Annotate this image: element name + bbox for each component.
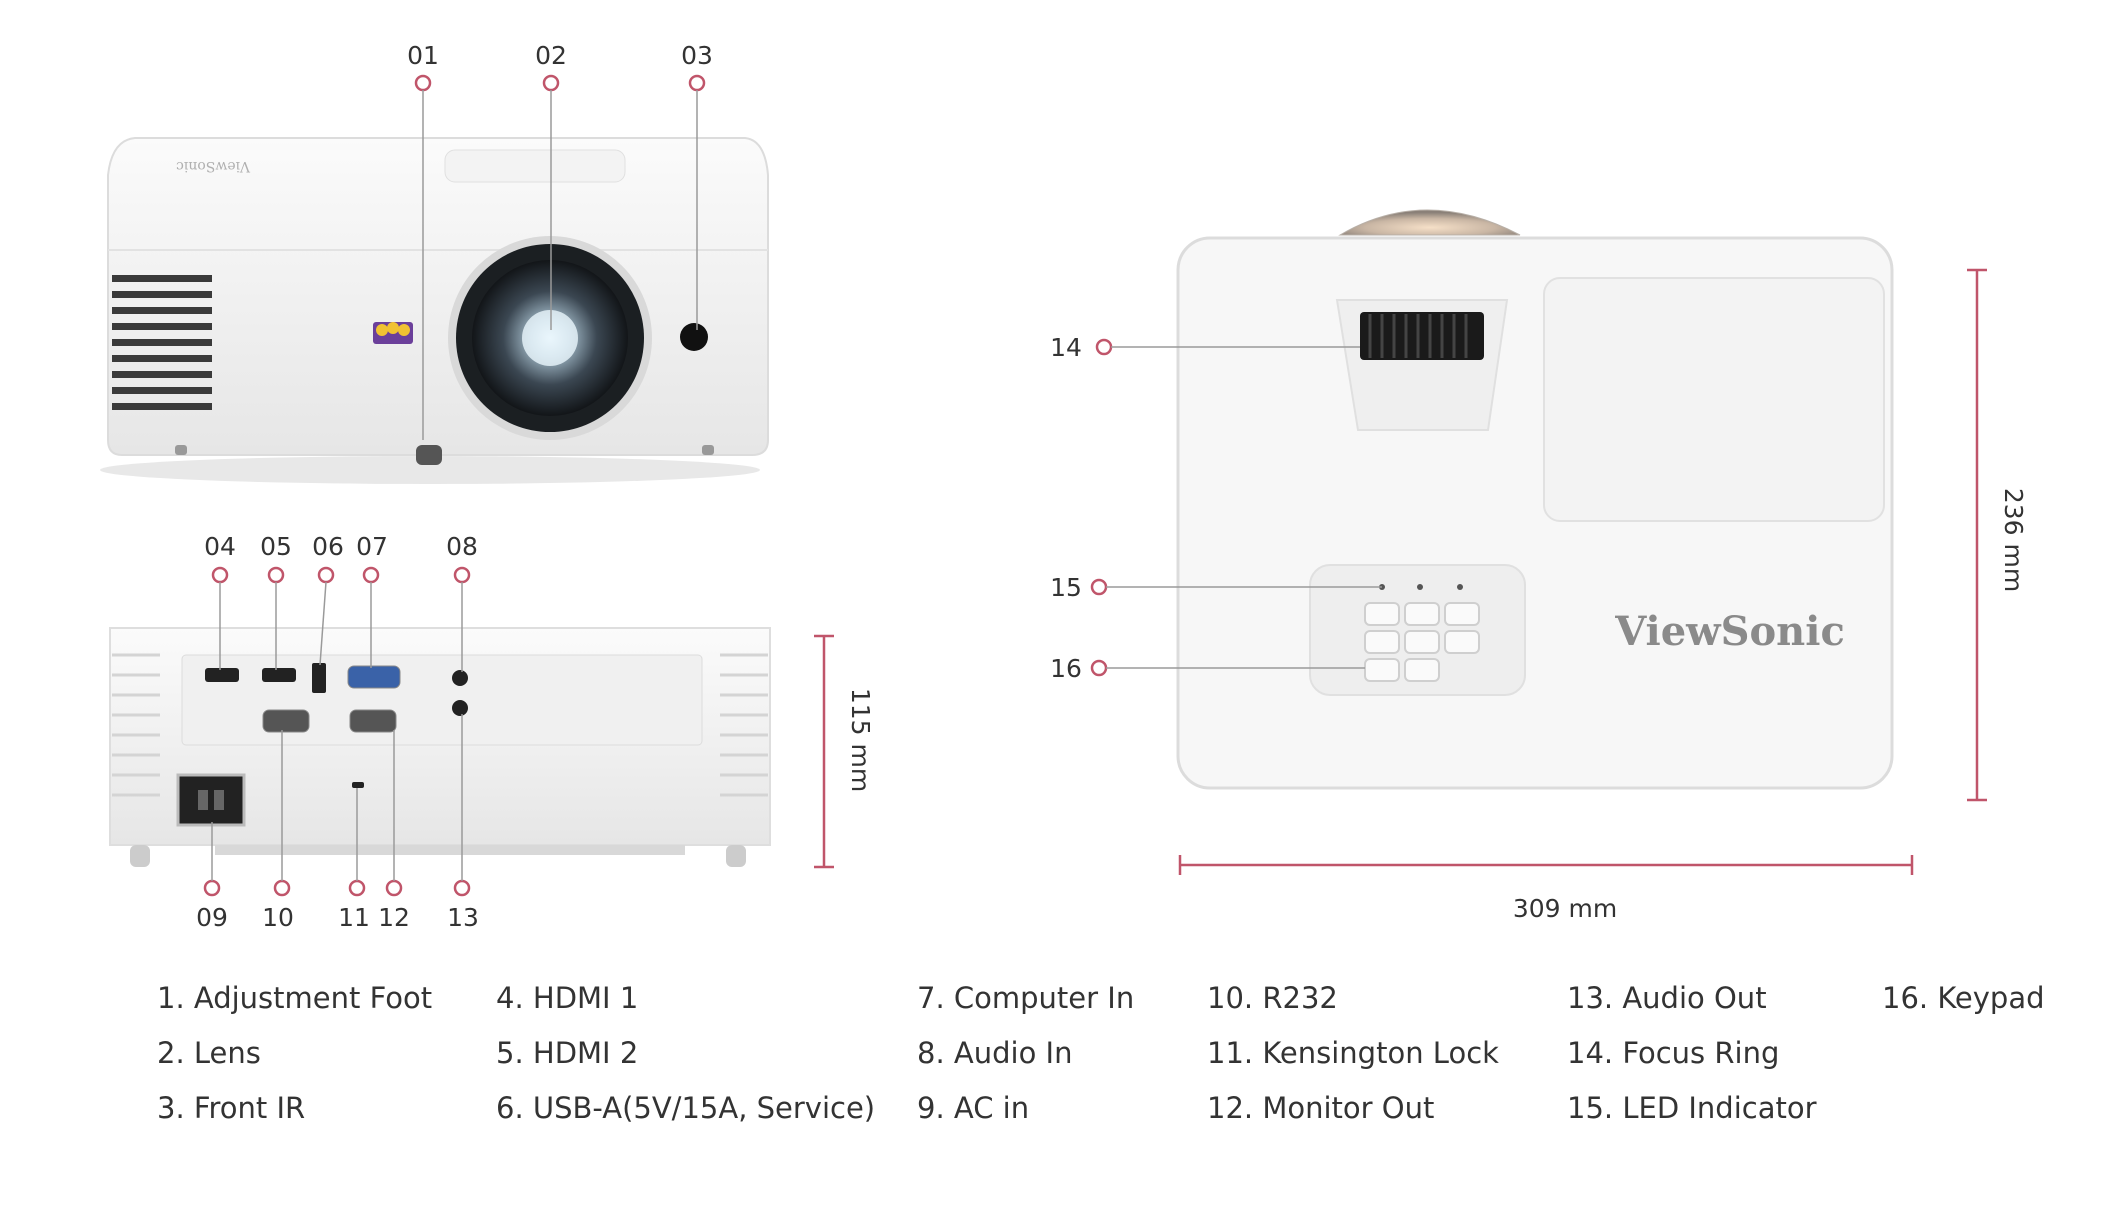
kensington-lock: [352, 782, 364, 788]
callout-09-marker: [203, 879, 221, 897]
callout-14: 14: [1050, 333, 1082, 362]
callout-11-marker: [348, 879, 366, 897]
legend-item: 1. Adjustment Foot: [157, 981, 433, 1015]
callout-12: 12: [378, 903, 410, 932]
projector-front-view: ViewSonic: [100, 137, 769, 484]
callout-15: 15: [1050, 573, 1082, 602]
keypad: [1364, 602, 1480, 682]
callout-13-marker: [453, 879, 471, 897]
focus-ring: [1360, 312, 1484, 360]
callout-04: 04: [204, 532, 236, 561]
legend-item: 15. LED Indicator: [1567, 1091, 1817, 1125]
callout-07-marker: [362, 566, 380, 584]
adjustment-foot: [416, 445, 442, 465]
callout-07: 07: [356, 532, 388, 561]
callout-11: 11: [338, 903, 370, 932]
rs232-port: [262, 709, 310, 733]
front-ir-sensor: [680, 323, 708, 351]
callout-08-marker: [453, 566, 471, 584]
side-vents: [112, 275, 212, 410]
callout-10: 10: [262, 903, 294, 932]
legend-item: 8. Audio In: [917, 1036, 1073, 1070]
callout-16-marker: [1090, 659, 1108, 677]
viewsonic-birds-logo: [373, 322, 413, 344]
legend-item: 7. Computer In: [917, 981, 1135, 1015]
callout-05: 05: [260, 532, 292, 561]
legend-item: 13. Audio Out: [1567, 981, 1767, 1015]
usb-a-port: [312, 663, 326, 693]
computer-in-port: [347, 665, 401, 689]
legend-item: 16. Keypad: [1882, 981, 2045, 1015]
dimension-lines: [814, 268, 1987, 875]
legend-item: 4. HDMI 1: [496, 981, 639, 1015]
audio-in-jack: [452, 670, 468, 686]
legend-item: 5. HDMI 2: [496, 1036, 639, 1070]
callout-03: 03: [681, 41, 713, 70]
legend-item: 9. AC in: [917, 1091, 1030, 1125]
callout-02: 02: [535, 41, 567, 70]
callout-16: 16: [1050, 654, 1082, 683]
callout-09: 09: [196, 903, 228, 932]
width-dimension-label: 309 mm: [1513, 894, 1617, 923]
projector-top-view: ViewSonic: [1176, 209, 1894, 790]
brand-wordmark: ViewSonic: [1614, 608, 1845, 655]
callout-labels: 01 02 03 04 05 06 07 08 09 10 11 12 13 1…: [196, 41, 1082, 932]
legend-item: 3. Front IR: [157, 1091, 306, 1125]
legend-item: 10. R232: [1207, 981, 1338, 1015]
callout-05-marker: [267, 566, 285, 584]
height-dimension-label: 115 mm: [846, 688, 875, 792]
callout-10-marker: [273, 879, 291, 897]
hdmi2-port: [262, 668, 296, 682]
legend-item: 12. Monitor Out: [1207, 1091, 1435, 1125]
callout-14-marker: [1095, 338, 1113, 356]
callout-15-marker: [1090, 578, 1108, 596]
legend-item: 11. Kensington Lock: [1207, 1036, 1499, 1070]
legend-item: 6. USB-A(5V/15A, Service): [496, 1091, 876, 1125]
callout-06-marker: [317, 566, 335, 584]
ac-inlet: [176, 773, 246, 827]
callout-01: 01: [407, 41, 439, 70]
callout-02-marker: [542, 74, 560, 92]
legend-item: 2. Lens: [157, 1036, 261, 1070]
leader-lines: [211, 90, 1382, 881]
callout-06: 06: [312, 532, 344, 561]
svg-text:ViewSonic: ViewSonic: [176, 158, 251, 174]
callout-01-marker: [414, 74, 432, 92]
callout-13: 13: [447, 903, 479, 932]
lens: [448, 236, 652, 440]
hdmi1-port: [205, 668, 239, 682]
callout-04-marker: [211, 566, 229, 584]
callout-12-marker: [385, 879, 403, 897]
legend-item: 14. Focus Ring: [1567, 1036, 1780, 1070]
projector-rear-view: [109, 627, 771, 867]
monitor-out-port: [349, 709, 397, 733]
depth-dimension-label: 236 mm: [1999, 488, 2028, 592]
callout-08: 08: [446, 532, 478, 561]
audio-out-jack: [452, 700, 468, 716]
callout-03-marker: [688, 74, 706, 92]
